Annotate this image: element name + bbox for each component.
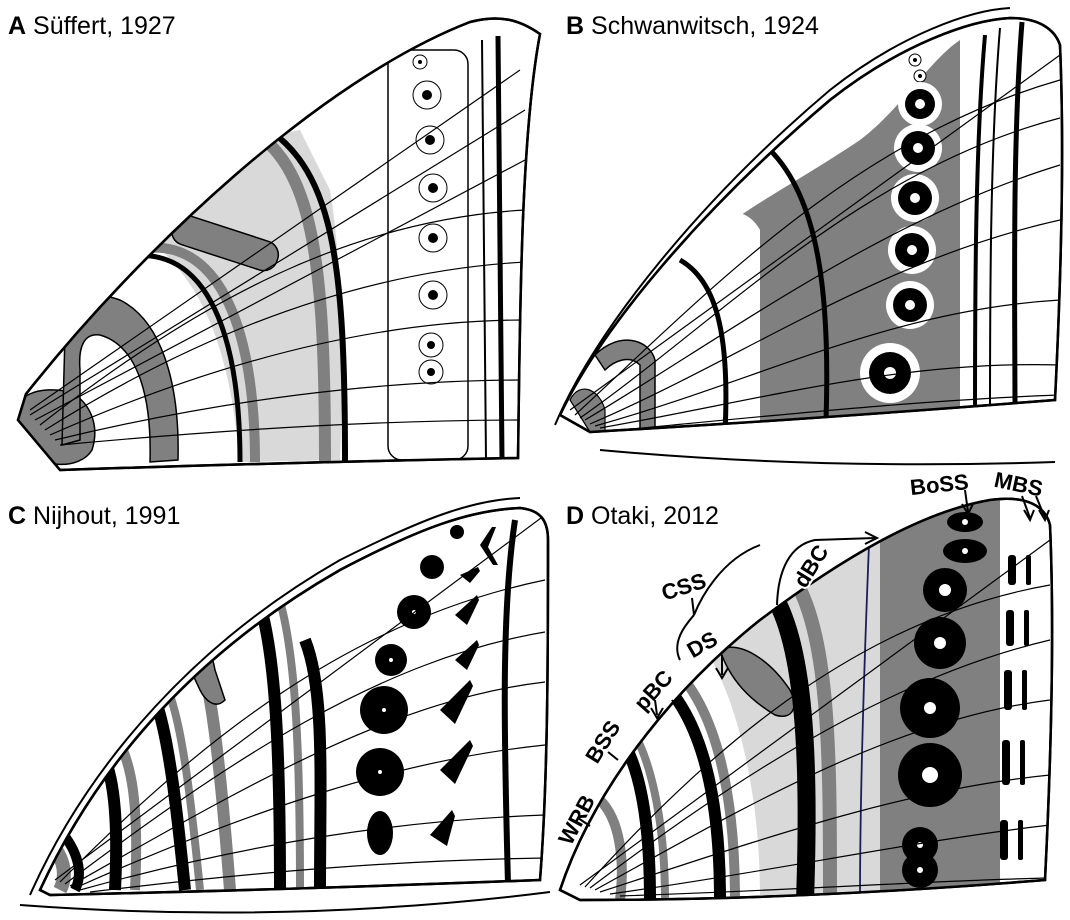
wing-d: BoSS MBS dBC CSS DS pBC BSS WRB [553,467,1052,900]
wing-a [17,18,540,470]
wing-b [555,8,1062,464]
label-boss: BoSS [909,469,970,500]
wing-a-basal-patch [17,390,95,465]
wing-c [20,498,550,913]
label-bss: BSS [580,716,625,768]
wing-a-ocelli-band [388,50,468,460]
